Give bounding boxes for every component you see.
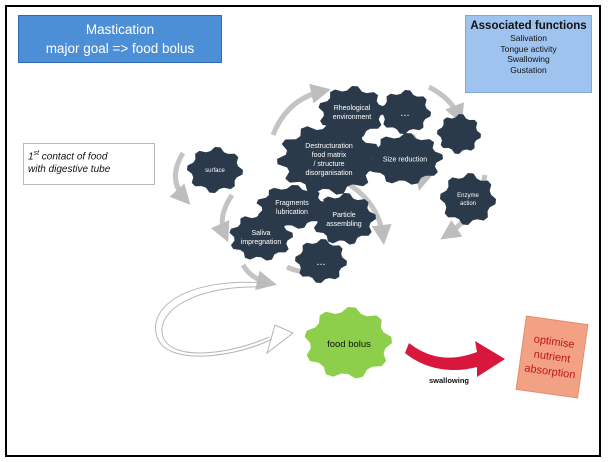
gear-fragments-label: lubrication [276, 209, 308, 216]
cycle-arrow [345, 180, 392, 245]
bolus-label: food bolus [327, 339, 371, 350]
gear-surface-label: surface [205, 168, 225, 174]
gear-destructuration-label: Destructuration [305, 143, 353, 150]
gear-enzyme-label: action [460, 201, 476, 207]
cycle-arrow [169, 151, 191, 205]
gear-dots-top [379, 90, 431, 134]
gear-size-reduction [367, 133, 443, 185]
gear-particle-label: assembling [326, 221, 362, 228]
swallowing-arrow [405, 341, 505, 377]
spiral-arrow [155, 281, 294, 357]
contact-text-2: with digestive tube [28, 164, 111, 176]
gear-saliva-label: Saliva [251, 230, 270, 237]
gear-destructuration-label: disorganisation [305, 170, 352, 177]
gear-destructuration [277, 123, 381, 195]
gear-saliva [229, 213, 293, 261]
cycle-arrow [427, 84, 464, 125]
title-box: Mastication major goal => food bolus [18, 15, 222, 63]
gear-dots-bottom-label: ... [316, 256, 325, 268]
cycle-arrow [270, 83, 331, 136]
gear-fragments-label: Fragments [275, 200, 309, 207]
gear-enzyme-label: Enzyme [457, 193, 479, 199]
gear-dots-bottom [295, 239, 347, 283]
gear-particle [312, 193, 376, 245]
function-item: Tongue activity [500, 43, 557, 54]
nutrient-line-2: nutrient [533, 349, 571, 366]
cycle-arrow [240, 263, 277, 291]
contact-superscript: st [33, 150, 40, 157]
gear-fragments [256, 185, 328, 229]
functions-title: Associated functions [470, 20, 587, 32]
first-contact-box: 1st contact of food with digestive tube [23, 143, 155, 185]
cycle-arrow [210, 193, 235, 243]
slide: Mastication major goal => food bolus Ass… [5, 5, 601, 457]
gear-destructuration-label: / structure [313, 161, 344, 168]
gear-right-small [437, 114, 481, 154]
mastication-diagram: Rheological environment... Destructuration… [155, 83, 589, 399]
title-line-1: Mastication [85, 22, 155, 37]
function-item: Salivation [510, 33, 547, 43]
function-item: Swallowing [507, 54, 550, 64]
nutrient-line-1: optimise [533, 333, 575, 351]
contact-number: 1 [28, 151, 34, 163]
gear-rheological-label: environment [333, 114, 372, 121]
associated-functions-box: Associated functions Salivation Tongue a… [465, 15, 592, 93]
gear-destructuration-label: food matrix [312, 152, 347, 159]
swallowing-label: swallowing [429, 376, 469, 385]
gear-saliva-label: impregnation [241, 239, 282, 246]
title-line-2: major goal => food bolus [45, 41, 195, 56]
gear-labels: Rheological environment... Destructuration… [205, 105, 479, 268]
function-item: Gustation [510, 64, 547, 75]
gear-dots-top-label: ... [400, 107, 409, 119]
gear-rheological-label: Rheological [334, 105, 371, 112]
contact-text-1: contact of food [41, 151, 108, 163]
gear-enzyme [440, 173, 496, 225]
gear-size-reduction-label: Size reduction [383, 156, 427, 163]
gear-cluster [187, 86, 496, 283]
food-bolus-shape [304, 307, 392, 379]
gear-particle-label: Particle [332, 212, 355, 219]
gear-surface [187, 147, 243, 193]
nutrient-box [515, 315, 589, 399]
